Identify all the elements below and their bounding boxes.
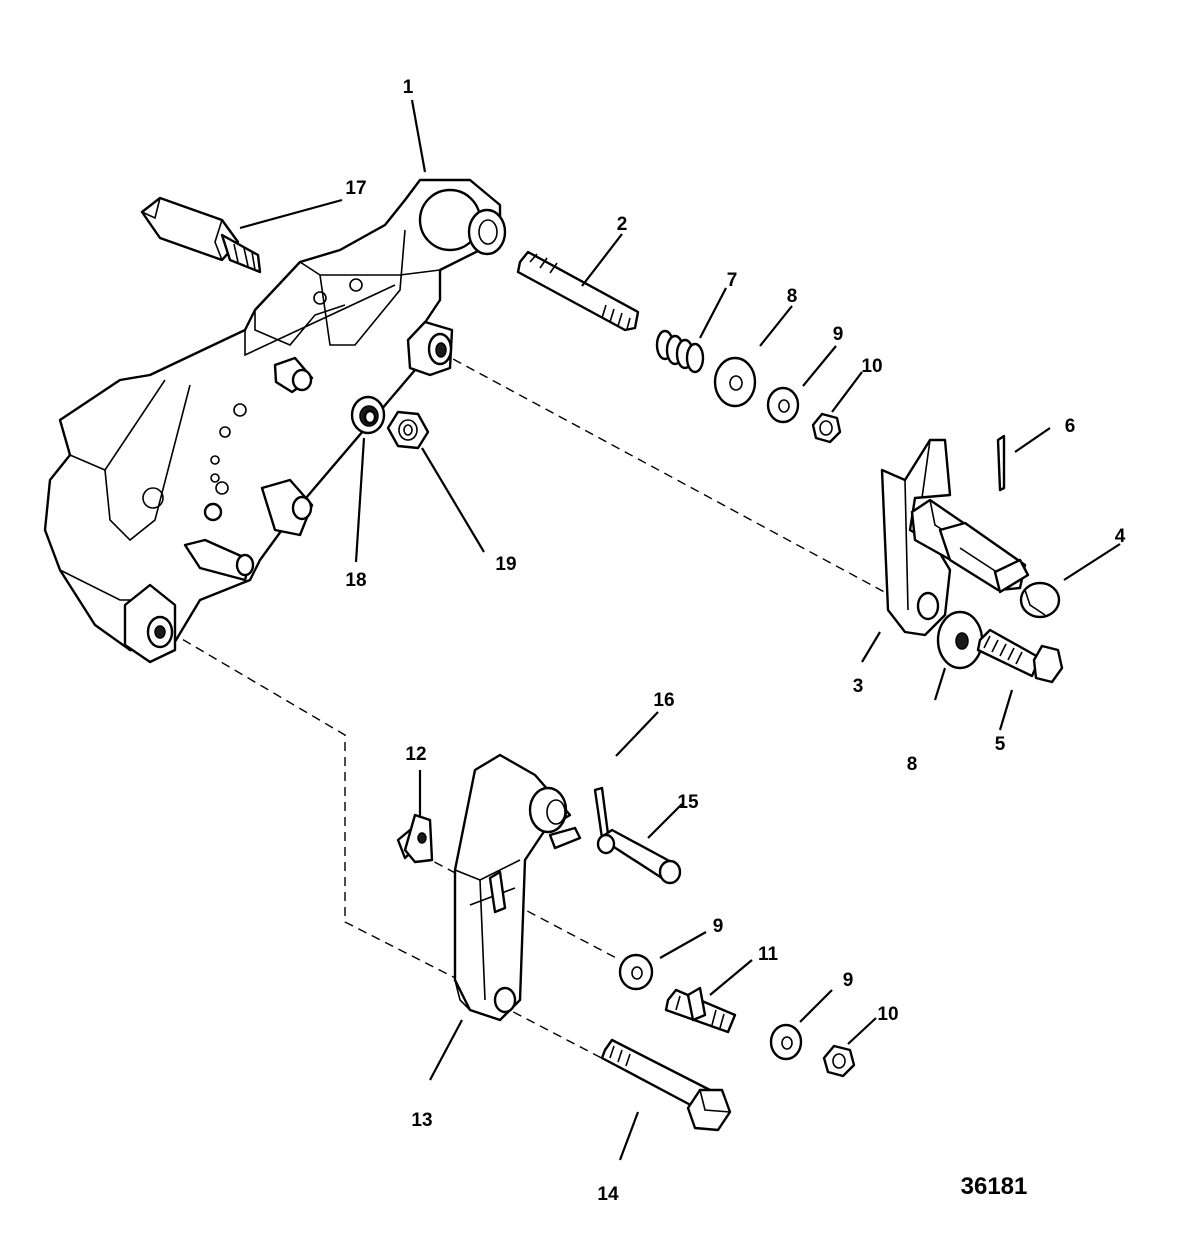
callout-10-upper: 10	[861, 356, 882, 377]
callout-7: 7	[727, 270, 738, 291]
link-part-13	[453, 753, 582, 1022]
pin-part-12	[396, 813, 434, 864]
callout-13: 13	[411, 1110, 432, 1131]
washer-part-9-middle	[618, 953, 654, 991]
callout-2: 2	[617, 214, 628, 235]
washer-part-8-upper	[713, 356, 757, 408]
nut-part-10-upper	[811, 412, 842, 444]
callout-16: 16	[653, 690, 674, 711]
callout-17: 17	[345, 178, 366, 199]
callout-10-lower: 10	[877, 1004, 898, 1025]
shoulder-bolt-part-14	[600, 1038, 732, 1132]
callout-14: 14	[597, 1184, 619, 1205]
callout-labels: 1 2 3 4 5 6 7 8 8 9 9 9 10 10 11 12 13 1…	[345, 77, 1125, 1205]
stud-part-2	[516, 250, 640, 332]
nut-part-10-lower	[822, 1044, 856, 1078]
cotter-pin-part-6	[996, 434, 1006, 492]
callout-6: 6	[1065, 416, 1076, 437]
main-bracket-part-1	[43, 178, 507, 664]
callout-8-lower: 8	[907, 754, 918, 775]
spring-part-7	[655, 329, 705, 374]
callout-9-lower: 9	[843, 970, 854, 991]
callout-4: 4	[1115, 526, 1126, 547]
washer-part-9-upper	[766, 386, 800, 424]
callout-18: 18	[345, 570, 366, 591]
callout-12: 12	[405, 744, 426, 765]
callout-19: 19	[495, 554, 516, 575]
clevis-pin-part-15	[596, 828, 682, 885]
shoulder-stud-part-11	[664, 986, 737, 1034]
callout-1: 1	[403, 77, 414, 98]
washer-part-9-lower	[769, 1023, 803, 1061]
leader-lines	[239, 99, 1121, 1161]
callout-9-middle: 9	[713, 916, 724, 937]
callout-9-upper: 9	[833, 324, 844, 345]
callout-8-upper: 8	[787, 286, 798, 307]
callout-5: 5	[995, 734, 1006, 755]
standoff-part-17	[140, 196, 262, 274]
callout-3: 3	[853, 676, 864, 697]
callout-11: 11	[758, 944, 779, 965]
lock-washer-part-18	[350, 395, 386, 435]
reference-code: 36181	[961, 1173, 1028, 1200]
washer-part-8-lower	[936, 610, 984, 670]
callout-15: 15	[677, 792, 699, 813]
bolt-part-5	[976, 628, 1064, 684]
cap-part-4	[1019, 581, 1061, 619]
lever-part-3	[880, 438, 1030, 637]
cotter-pin-part-16	[593, 786, 610, 840]
nut-part-19	[386, 410, 430, 450]
